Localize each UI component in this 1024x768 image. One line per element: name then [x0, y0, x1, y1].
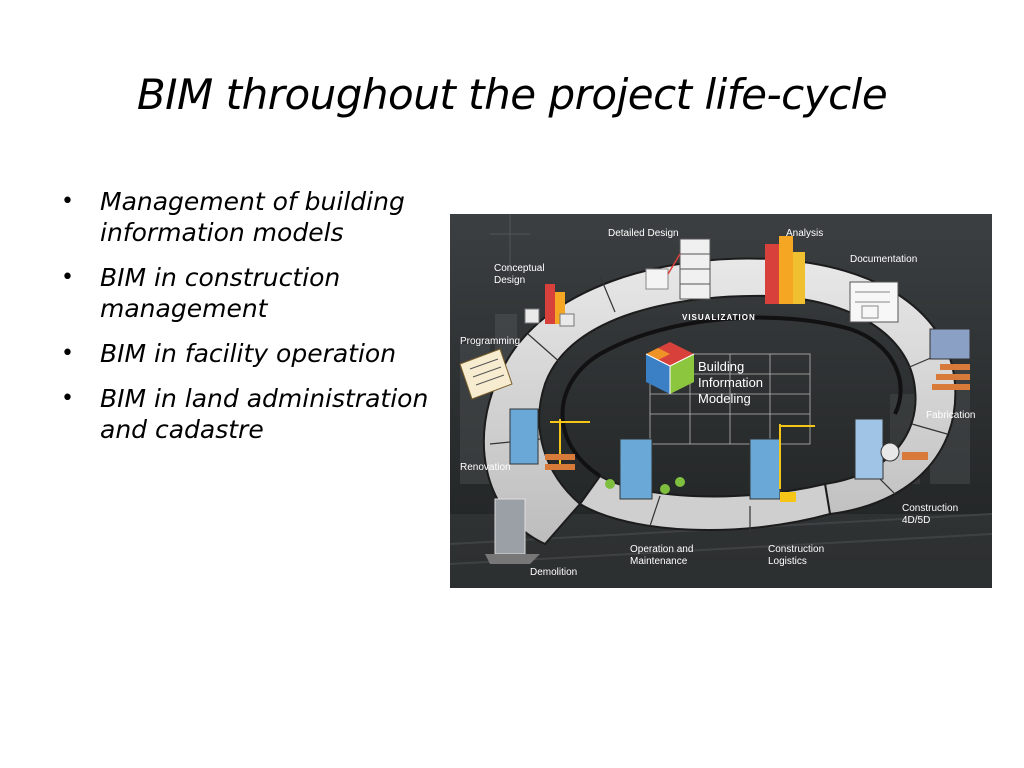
bullet-text: BIM in facility operation [100, 339, 397, 368]
stage-label-demolition: Demolition [530, 567, 577, 578]
bullet-item: • Management of building information mode… [58, 186, 438, 248]
detailed-design-icon [645, 238, 711, 300]
bullet-text: BIM in construction management [100, 263, 341, 323]
bullet-icon: • [61, 189, 74, 214]
stage-label-construction-2: 4D/5D [902, 515, 930, 526]
stage-label-construction-logistics-1: Construction [768, 544, 824, 555]
bim-lifecycle-svg: VISUALIZATION Building Information Model… [450, 214, 992, 588]
center-label-line2: Information [698, 375, 763, 390]
center-label-line1: Building [698, 359, 744, 374]
bim-lifecycle-diagram: VISUALIZATION Building Information Model… [450, 214, 992, 588]
programming-icon [459, 348, 513, 400]
bullet-icon: • [61, 341, 74, 366]
slide-title: BIM throughout the project life-cycle [136, 70, 888, 119]
ring-label: VISUALIZATION [682, 313, 756, 322]
bullet-icon: • [61, 265, 74, 290]
bullet-item: • BIM in land administration and cadastre [58, 383, 438, 445]
stage-label-construction-logistics-2: Logistics [768, 556, 807, 567]
construction-icon [854, 418, 928, 480]
stage-label-operation-maintenance-1: Operation and [630, 544, 693, 555]
stage-label-programming: Programming [460, 336, 520, 347]
center-label-line3: Modeling [698, 391, 751, 406]
stage-label-conceptual-design-2: Design [494, 275, 525, 286]
stage-label-renovation: Renovation [460, 462, 511, 473]
center-building-wireframe [649, 353, 811, 445]
analysis-icon [765, 236, 805, 304]
bullet-list: • Management of building information mode… [58, 186, 438, 459]
construction-logistics-icon [749, 424, 815, 502]
bullet-item: • BIM in construction management [58, 262, 438, 324]
documentation-icon [849, 281, 899, 323]
renovation-icon [509, 408, 590, 470]
fabrication-icon [929, 328, 971, 390]
bullet-item: • BIM in facility operation [58, 338, 438, 369]
bim-cube-icon [645, 342, 695, 394]
stage-label-detailed-design: Detailed Design [608, 228, 679, 239]
bullet-icon: • [61, 386, 74, 411]
conceptual-design-icon [524, 284, 575, 327]
demolition-icon [485, 498, 540, 564]
bullet-text: Management of building information model… [100, 187, 405, 247]
stage-label-documentation: Documentation [850, 254, 917, 265]
stage-label-operation-maintenance-2: Maintenance [630, 556, 688, 567]
stage-label-conceptual-design-1: Conceptual [494, 263, 545, 274]
operation-maintenance-icon [605, 438, 685, 500]
stage-label-fabrication: Fabrication [926, 410, 975, 421]
stage-label-analysis: Analysis [786, 228, 823, 239]
stage-label-construction-1: Construction [902, 503, 958, 514]
bullet-text: BIM in land administration and cadastre [100, 384, 429, 444]
